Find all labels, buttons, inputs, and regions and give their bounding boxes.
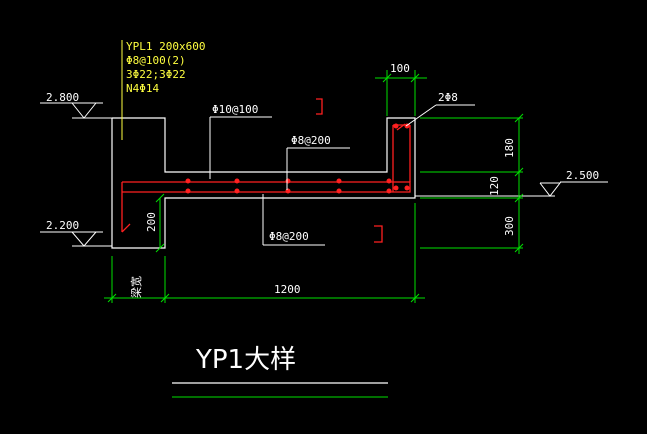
elevation-mark-right bbox=[415, 181, 608, 197]
beam-note-line-3: 3Φ22;3Φ22 bbox=[126, 68, 186, 81]
rebar-leaders bbox=[209, 104, 475, 246]
beam-note-line-2: Φ8@100(2) bbox=[126, 54, 186, 67]
rebar-dot bbox=[336, 188, 342, 194]
section-outline bbox=[111, 117, 416, 249]
cut-marks bbox=[316, 98, 383, 243]
dim-slab-thickness: 120 bbox=[488, 176, 501, 196]
dim-upstand-width: 100 bbox=[390, 62, 410, 75]
rebar-dot bbox=[185, 178, 191, 184]
rebar-label-slab-bottom: Φ8@200 bbox=[269, 230, 309, 243]
rebar-dot bbox=[393, 123, 399, 129]
rebar-dot bbox=[386, 188, 392, 194]
rebar-dot bbox=[285, 188, 291, 194]
detail-title: YP1大样 bbox=[195, 345, 296, 375]
concrete-outline bbox=[111, 117, 416, 249]
rebar-dot bbox=[386, 178, 392, 184]
rebar-label-slab-dist: Φ8@200 bbox=[291, 134, 331, 147]
slab-bottom-bar bbox=[122, 181, 411, 193]
dim-beam-step: 200 bbox=[145, 212, 158, 232]
rebar-group bbox=[121, 123, 411, 233]
dim-beam-width: 梁宽 bbox=[129, 276, 143, 298]
section-cut-mark-bottom bbox=[374, 225, 383, 243]
upstand-hook bbox=[396, 123, 406, 131]
section-cut-mark-top bbox=[316, 98, 323, 115]
rebar-label-slab-top: Φ10@100 bbox=[212, 103, 258, 116]
dim-upstand-height: 180 bbox=[503, 138, 516, 158]
rebar-dot bbox=[234, 178, 240, 184]
beam-note-line-4: N4Φ14 bbox=[126, 82, 159, 95]
dim-drop-depth: 300 bbox=[503, 216, 516, 236]
rebar-dot bbox=[285, 178, 291, 184]
dim-span: 1200 bbox=[274, 283, 301, 296]
elevation-mark-bottom-left bbox=[40, 231, 112, 247]
elevation-mark-top-left bbox=[40, 102, 112, 119]
rebar-label-upstand: 2Φ8 bbox=[438, 91, 458, 104]
rebar-dot bbox=[185, 188, 191, 194]
beam-note-line-1: YPL1 200x600 bbox=[126, 40, 205, 53]
rebar-dot bbox=[336, 178, 342, 184]
beam-hook bbox=[121, 223, 131, 233]
rebar-dot bbox=[234, 188, 240, 194]
elevation-label-top-left: 2.800 bbox=[46, 91, 79, 104]
rebar-dot bbox=[404, 185, 410, 191]
dimension-lines bbox=[104, 70, 524, 303]
elevation-label-bottom-left: 2.200 bbox=[46, 219, 79, 232]
elevation-label-right: 2.500 bbox=[566, 169, 599, 182]
rebar-dot bbox=[393, 185, 399, 191]
